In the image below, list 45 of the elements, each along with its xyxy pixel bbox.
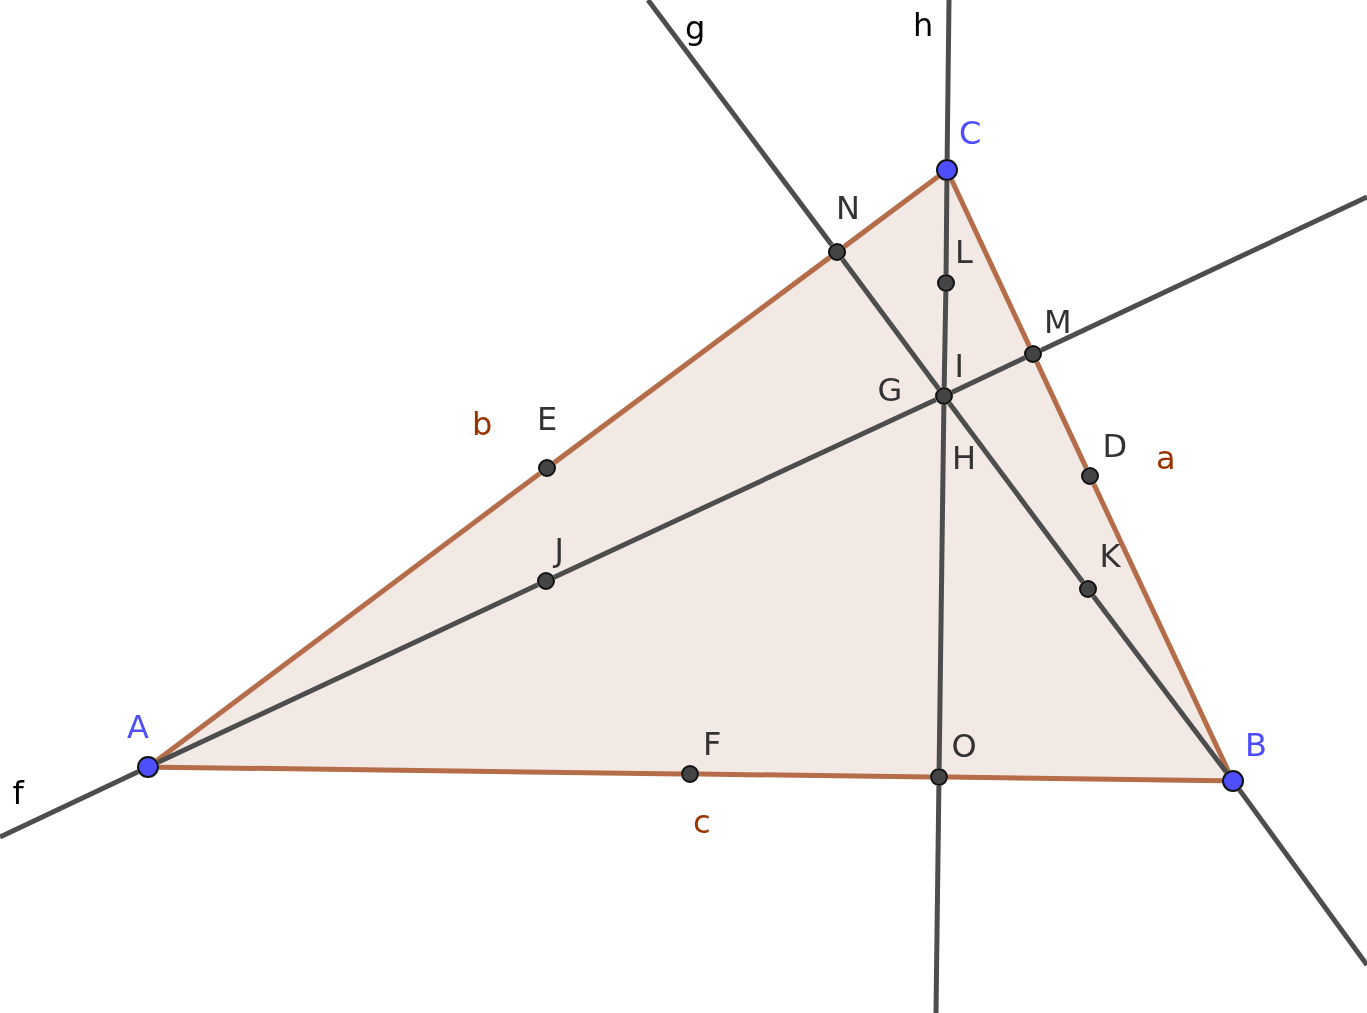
line-segment — [0, 769, 140, 840]
line-name: c — [693, 804, 711, 840]
line-segment — [933, 785, 942, 1013]
line-segment — [698, 771, 931, 780]
point-label: H — [952, 440, 977, 476]
line-segment — [1091, 594, 1229, 774]
line-name: f — [12, 775, 24, 811]
line-segment — [1040, 194, 1367, 353]
line-segment — [1034, 361, 1089, 469]
point-label: M — [1044, 304, 1072, 340]
point-label: I — [954, 348, 964, 384]
point-label: L — [955, 234, 973, 270]
point-label: B — [1245, 727, 1267, 763]
line-segment — [552, 255, 832, 465]
point-label: F — [703, 726, 722, 762]
line-segment — [158, 764, 682, 777]
line-name: a — [1156, 440, 1176, 476]
line-segment — [944, 0, 952, 160]
point-label: C — [959, 115, 982, 151]
line-name: b — [472, 406, 493, 442]
point-label: D — [1102, 428, 1128, 464]
line-segment — [951, 355, 1026, 395]
line-segment — [156, 582, 539, 765]
line-name: g — [685, 10, 706, 46]
line-segment — [646, 0, 834, 247]
point-label: A — [127, 709, 149, 745]
point-label: G — [877, 372, 903, 408]
point-label: E — [537, 401, 558, 437]
line-segment — [947, 401, 1085, 584]
line-segment — [553, 397, 937, 580]
point-label: K — [1099, 538, 1121, 574]
line-segment — [1237, 788, 1367, 967]
line-segment — [947, 774, 1223, 784]
line-segment — [941, 291, 949, 388]
line-segment — [840, 257, 941, 391]
line-segment — [842, 174, 940, 249]
point-label: O — [951, 728, 977, 764]
line-segment — [943, 181, 950, 275]
line-segment — [936, 404, 947, 769]
point-label: J — [554, 532, 564, 568]
point-label: N — [836, 190, 860, 226]
line-segment — [1091, 483, 1231, 773]
line-name: h — [913, 7, 934, 43]
line-segment — [949, 178, 1032, 347]
line-segment — [155, 471, 542, 763]
